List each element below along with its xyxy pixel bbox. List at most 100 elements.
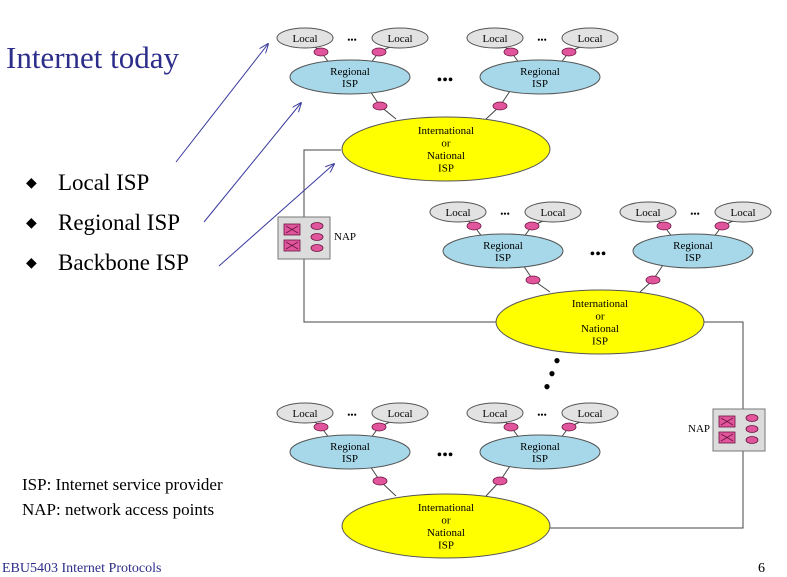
- local-isp-cloud: [714, 201, 772, 223]
- local-isp-cloud: [466, 27, 524, 49]
- local-isp-cloud: [371, 27, 429, 49]
- regional-isp-cloud: [289, 434, 411, 470]
- nap-router-icon: [745, 436, 759, 444]
- regional-isp-label: Regional: [330, 66, 370, 78]
- regional-isp-label: ISP: [342, 453, 358, 465]
- router-icon: [503, 47, 519, 57]
- regional-isp-label: ISP: [342, 78, 358, 90]
- continuation-dot: •: [548, 361, 556, 386]
- local-isp-label: Local: [482, 33, 507, 45]
- local-isp-label: Local: [387, 33, 412, 45]
- local-isp-label: Local: [730, 207, 755, 219]
- ellipsis-dots: •••: [437, 447, 454, 464]
- nap-switch-mark: [720, 433, 734, 442]
- local-isp-label: Local: [445, 207, 470, 219]
- local-isp-label: Local: [577, 408, 602, 420]
- nap-switch-mark: [285, 225, 299, 234]
- regional-isp-label: ISP: [685, 252, 701, 264]
- ellipsis-dots: •••: [690, 209, 699, 219]
- router-icon: [371, 422, 387, 432]
- router-icon: [714, 221, 730, 231]
- definition-nap: NAP: network access points: [22, 500, 215, 519]
- local-isp-label: Local: [292, 408, 317, 420]
- local-isp-label: Local: [635, 207, 660, 219]
- router-icon: [525, 275, 541, 285]
- local-isp-cloud: [276, 27, 334, 49]
- regional-isp-cloud: [289, 59, 411, 95]
- pointer-arrow: [203, 103, 301, 223]
- local-isp-label: Local: [482, 408, 507, 420]
- local-isp-cloud: [561, 27, 619, 49]
- ellipsis-dots: •••: [347, 35, 356, 45]
- continuation-dot: •: [553, 348, 561, 373]
- local-isp-cloud: [619, 201, 677, 223]
- backbone-isp-label: ISP: [592, 336, 608, 348]
- bullet-local-isp: ◆Local ISP: [26, 168, 189, 208]
- nap-label: NAP: [334, 231, 356, 243]
- nap-label: NAP: [688, 423, 710, 435]
- definitions: ISP: Internet service provider NAP: netw…: [22, 474, 223, 524]
- bullet-backbone-isp: ◆Backbone ISP: [26, 248, 189, 288]
- backbone-isp-label: ISP: [438, 163, 454, 175]
- regional-isp-label: Regional: [483, 240, 523, 252]
- router-icon: [561, 47, 577, 57]
- ellipsis-dots: •••: [590, 246, 607, 263]
- ellipsis-dots: •••: [500, 209, 509, 219]
- bullet-regional-isp: ◆Regional ISP: [26, 208, 189, 248]
- nap-router-icon: [310, 244, 324, 252]
- diamond-bullet-icon: ◆: [26, 176, 37, 191]
- backbone-isp-label: International: [572, 298, 628, 310]
- local-isp-label: Local: [540, 207, 565, 219]
- backbone-isp-label: National: [427, 150, 465, 162]
- nap-router-icon: [745, 425, 759, 433]
- diamond-bullet-icon: ◆: [26, 256, 37, 271]
- local-isp-cloud: [561, 402, 619, 424]
- router-icon: [503, 422, 519, 432]
- backbone-isp-label: National: [581, 323, 619, 335]
- regional-isp-label: Regional: [330, 441, 370, 453]
- router-icon: [645, 275, 661, 285]
- ellipsis-dots: •••: [347, 410, 356, 420]
- footer-course: EBU5403 Internet Protocols: [2, 561, 162, 576]
- regional-isp-cloud: [479, 59, 601, 95]
- regional-isp-label: ISP: [532, 453, 548, 465]
- backbone-isp-label: International: [418, 125, 474, 137]
- bullet-list: ◆Local ISP ◆Regional ISP ◆Backbone ISP: [26, 168, 189, 288]
- backbone-isp-label: ISP: [438, 540, 454, 552]
- ellipsis-dots: •••: [437, 72, 454, 89]
- router-icon: [372, 476, 388, 486]
- backbone-isp-cloud: [495, 289, 705, 355]
- regional-isp-label: Regional: [520, 66, 560, 78]
- nap-router-icon: [310, 233, 324, 241]
- local-isp-cloud: [466, 402, 524, 424]
- pointer-arrow: [218, 164, 334, 267]
- router-icon: [313, 47, 329, 57]
- pointer-arrow: [175, 44, 268, 163]
- backbone-isp-cloud: [341, 116, 551, 182]
- backbone-isp-label: or: [441, 138, 451, 150]
- local-isp-label: Local: [292, 33, 317, 45]
- local-isp-cloud: [371, 402, 429, 424]
- router-icon: [466, 221, 482, 231]
- router-icon: [524, 221, 540, 231]
- regional-isp-cloud: [442, 233, 564, 269]
- nap-switch-mark: [720, 417, 734, 426]
- page-number: 6: [758, 561, 765, 576]
- diamond-bullet-icon: ◆: [26, 216, 37, 231]
- regional-isp-label: Regional: [520, 441, 560, 453]
- definition-isp: ISP: Internet service provider: [22, 475, 223, 494]
- regional-isp-label: ISP: [532, 78, 548, 90]
- nap-router-icon: [745, 414, 759, 422]
- backbone-isp-cloud: [341, 493, 551, 559]
- backbone-isp-label: or: [441, 515, 451, 527]
- regional-isp-label: ISP: [495, 252, 511, 264]
- continuation-dot: •: [543, 374, 551, 399]
- router-icon: [656, 221, 672, 231]
- router-icon: [492, 101, 508, 111]
- local-isp-label: Local: [387, 408, 412, 420]
- regional-isp-cloud: [479, 434, 601, 470]
- router-icon: [561, 422, 577, 432]
- backbone-isp-label: International: [418, 502, 474, 514]
- local-isp-cloud: [276, 402, 334, 424]
